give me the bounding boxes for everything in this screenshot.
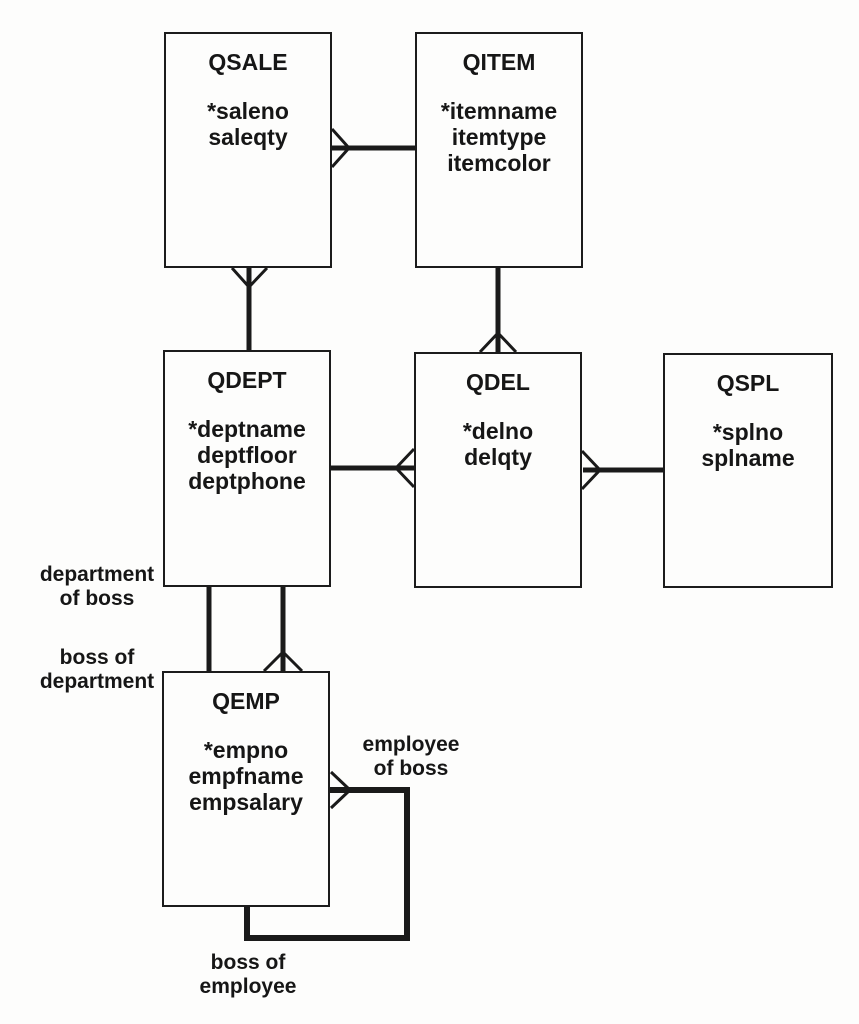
entity-qsale: QSALE *saleno saleqty — [164, 32, 332, 268]
crowfoot-qdel-top-icon — [478, 331, 518, 354]
attribute: empsalary — [189, 789, 303, 815]
entity-qitem: QITEM *itemname itemtype itemcolor — [415, 32, 583, 268]
attribute: deptfloor — [197, 442, 297, 468]
entity-title: QEMP — [212, 688, 280, 714]
entity-title: QSALE — [208, 49, 288, 75]
entity-attributes: *itemname itemtype itemcolor — [417, 98, 581, 176]
attribute: *empno — [203, 737, 289, 763]
crowfoot-qdel-right-icon — [580, 449, 602, 491]
entity-attributes: *saleno saleqty — [166, 98, 330, 150]
attribute: empfname — [188, 763, 304, 789]
entity-attributes: *empno empfname empsalary — [164, 737, 328, 815]
attribute: itemtype — [451, 124, 547, 150]
attribute: *itemname — [440, 98, 558, 124]
entity-title: QDEPT — [207, 367, 287, 393]
label-department-of-boss: department of boss — [39, 563, 155, 610]
label-boss-of-employee: boss of employee — [199, 951, 297, 998]
crowfoot-qdel-left-icon — [394, 447, 416, 489]
attribute: itemcolor — [447, 150, 551, 176]
entity-qdept: QDEPT *deptname deptfloor deptphone — [163, 350, 331, 587]
attribute: deptphone — [188, 468, 306, 494]
attribute: splname — [701, 445, 795, 471]
attribute: *splno — [712, 419, 784, 445]
entity-title: QSPL — [716, 370, 780, 396]
entity-title: QITEM — [462, 49, 536, 75]
entity-attributes: *splno splname — [665, 419, 831, 471]
entity-qemp: QEMP *empno empfname empsalary — [162, 671, 330, 907]
attribute: saleqty — [208, 124, 288, 150]
entity-attributes: *deptname deptfloor deptphone — [165, 416, 329, 494]
entity-qdel: QDEL *delno delqty — [414, 352, 582, 588]
entity-title: QDEL — [466, 369, 530, 395]
attribute: *delno — [462, 418, 534, 444]
attribute: delqty — [464, 444, 532, 470]
crowfoot-qemp-top-icon — [262, 650, 304, 673]
entity-qspl: QSPL *splno splname — [663, 353, 833, 588]
label-employee-of-boss: employee of boss — [362, 733, 460, 780]
crowfoot-qemp-right-icon — [329, 770, 352, 810]
crowfoot-qsale-bottom-icon — [230, 266, 269, 289]
attribute: *deptname — [188, 416, 306, 442]
crowfoot-qsale-right-icon — [330, 127, 351, 169]
label-boss-of-department: boss of department — [39, 646, 155, 693]
attribute: *saleno — [207, 98, 289, 124]
entity-attributes: *delno delqty — [416, 418, 580, 470]
